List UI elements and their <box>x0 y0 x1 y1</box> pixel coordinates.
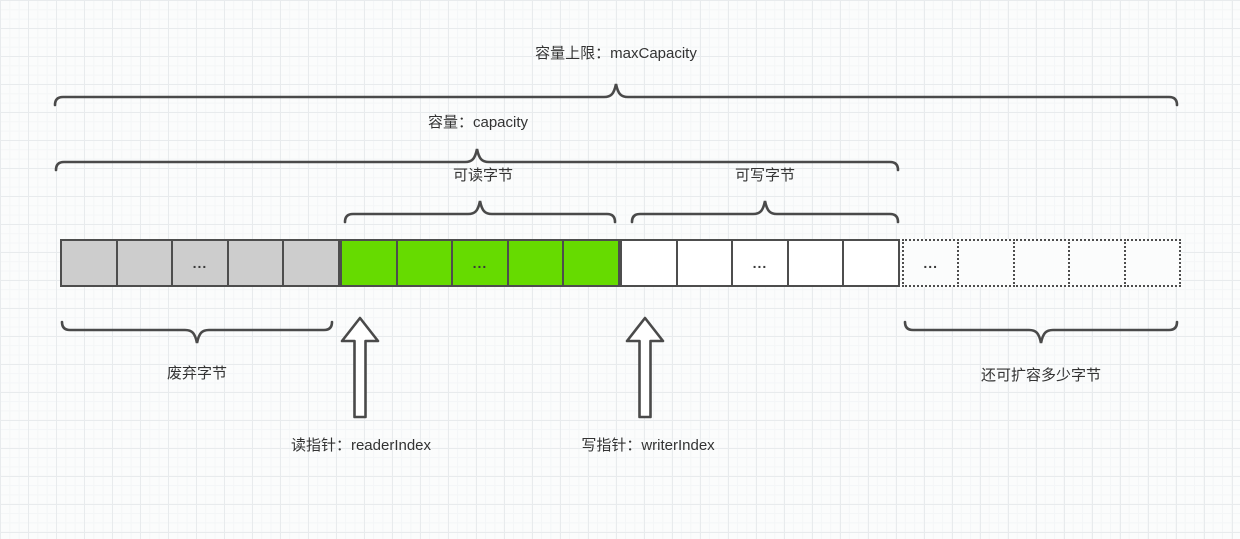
buffer-cell <box>226 239 285 287</box>
buffer-cell <box>506 239 565 287</box>
expandable-bytes-label: 还可扩容多少字节 <box>980 367 1102 384</box>
buffer-cell <box>562 239 620 287</box>
buffer-cell <box>1123 239 1182 287</box>
buffer-cell <box>340 239 398 287</box>
max-capacity-label: 容量上限：maxCapacity <box>535 45 697 62</box>
writer-index-arrow <box>625 316 665 419</box>
ellipsis-text: ... <box>192 255 208 271</box>
expandable-bytes-section: ... <box>902 239 1182 287</box>
buffer-cell <box>1012 239 1071 287</box>
ellipsis-text: ... <box>923 255 939 271</box>
ellipsis-text: ... <box>752 255 768 271</box>
buffer-cell <box>395 239 454 287</box>
ellipsis-text: ... <box>472 255 488 271</box>
reader-index-label: 读指针：readerIndex <box>290 437 432 454</box>
discarded-bytes-section: ... <box>60 239 340 287</box>
expandable-bytes-brace <box>903 320 1179 344</box>
buffer-cell: ... <box>451 239 509 287</box>
buffer-cell <box>786 239 845 287</box>
capacity-label: 容量：capacity <box>427 114 529 131</box>
readable-bytes-brace <box>343 200 617 224</box>
buffer-cell <box>620 239 678 287</box>
buffer-cell <box>957 239 1015 287</box>
writable-bytes-brace <box>630 200 900 224</box>
max-capacity-brace <box>53 83 1179 107</box>
buffer-cell <box>115 239 174 287</box>
buffer-cell <box>842 239 900 287</box>
writer-index-label: 写指针：writerIndex <box>581 437 715 454</box>
reader-index-arrow <box>340 316 380 419</box>
buffer-cell <box>1068 239 1126 287</box>
buffer-cell: ... <box>171 239 229 287</box>
buffer-cell <box>282 239 340 287</box>
buffer-cell <box>60 239 118 287</box>
buffer-cell: ... <box>731 239 789 287</box>
writable-bytes-label: 可写字节 <box>734 167 796 184</box>
readable-bytes-label: 可读字节 <box>452 167 514 184</box>
discarded-bytes-brace <box>60 320 334 344</box>
buffer-cell: ... <box>902 239 960 287</box>
readable-bytes-section: ... <box>340 239 620 287</box>
buffer-cell <box>675 239 734 287</box>
writable-bytes-section: ... <box>620 239 900 287</box>
discarded-bytes-label: 废弃字节 <box>166 365 228 382</box>
